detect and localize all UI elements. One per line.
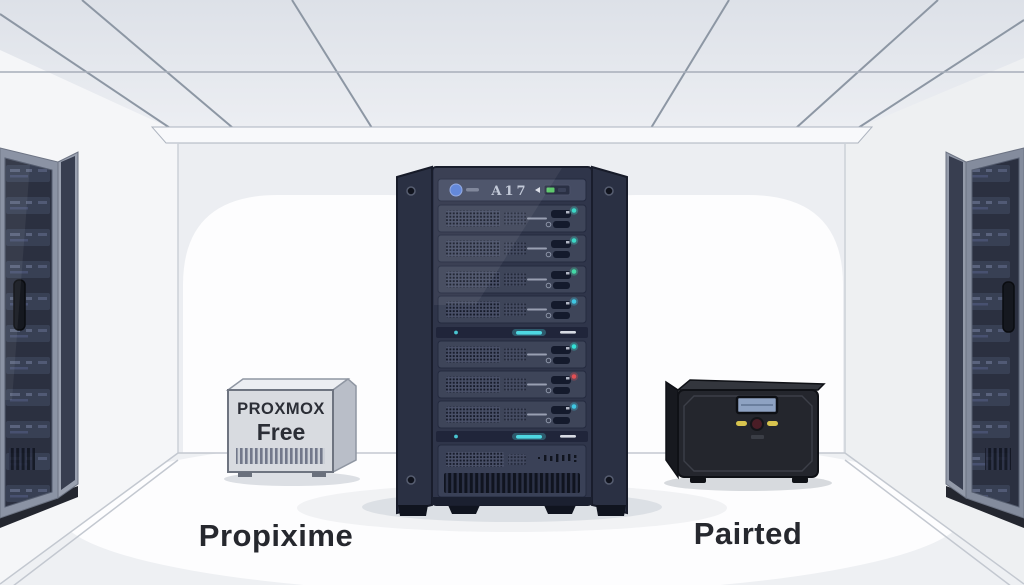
rack-door-handle — [1002, 281, 1015, 333]
appliance-box-side — [665, 380, 679, 480]
appliance-box-front — [677, 389, 819, 478]
appliance-foot-left — [690, 477, 706, 483]
rack-side-glass — [61, 156, 75, 490]
proxmox-box-top — [225, 378, 351, 391]
appliance-front-bevel — [683, 395, 813, 472]
corner-screws — [406, 186, 614, 485]
server-tower: A17 — [396, 165, 628, 516]
rack-door-handle — [13, 279, 26, 331]
server-rack-left — [0, 147, 79, 528]
tower-foot-right — [544, 505, 576, 514]
unit-led — [571, 374, 577, 379]
proxmox-box: PROXMOX Free — [225, 378, 357, 477]
divider-power-dot — [454, 434, 458, 439]
rack-door-glass — [971, 157, 1020, 508]
unit-status-leds — [569, 206, 579, 411]
power-indicator-arrow-icon — [535, 187, 540, 193]
appliance-led-right — [767, 421, 778, 426]
server-rack-right — [945, 147, 1024, 528]
rack-glass-glare — [5, 158, 30, 400]
proxmox-edition-label: Free — [257, 419, 306, 445]
tower-side-panel-left — [396, 165, 433, 515]
tower-side-panel-right — [591, 165, 628, 515]
corner-screw — [604, 186, 614, 196]
vent-grille — [444, 473, 580, 493]
led-divider-strip-2 — [436, 431, 588, 442]
led-divider-strip-1 — [436, 327, 588, 338]
appliance-power-button — [750, 417, 764, 431]
unit-led — [571, 208, 577, 213]
appliance-label-plate — [751, 435, 764, 439]
server-unit-row — [437, 400, 587, 429]
wall-beam — [150, 126, 874, 144]
divider-led-bar — [516, 331, 542, 335]
corner-screw — [406, 475, 416, 485]
rack-side-glass — [949, 156, 963, 490]
divider-power-dot — [454, 330, 458, 335]
tower-glass-glare — [434, 168, 562, 305]
proxmox-vent-grille — [236, 448, 325, 464]
proxmox-foot-right — [312, 472, 326, 477]
tower-power-indicator — [543, 184, 571, 196]
appliance-foot-right — [792, 477, 808, 483]
caption-right: Pairted — [694, 516, 803, 551]
rack-vent-grille — [9, 448, 35, 470]
unit-led — [571, 404, 577, 409]
tower-model-label: A17 — [490, 184, 528, 199]
unit-led — [571, 238, 577, 243]
server-unit-row — [437, 370, 587, 399]
tower-foot-far-right — [596, 505, 626, 516]
divider-led-bar — [516, 435, 542, 439]
ceiling-grid — [0, 0, 1024, 129]
caption-left: Propixime — [199, 518, 353, 553]
unit-led — [571, 344, 577, 349]
appliance-box — [665, 379, 826, 483]
tower-logo-wordmark — [466, 188, 479, 192]
rack-vent-grille — [985, 448, 1011, 470]
proxmox-brand-label: PROXMOX — [237, 400, 325, 418]
unit-led — [571, 269, 577, 274]
power-indicator-green-cell — [546, 187, 555, 193]
proxmox-box-side — [332, 378, 357, 474]
rack-door-glass — [4, 157, 53, 508]
tower-logo-icon — [449, 183, 463, 197]
tower-foot-far-left — [398, 505, 428, 516]
unit-led — [571, 299, 577, 304]
tower-foot-left — [448, 505, 480, 514]
corner-screw — [406, 186, 416, 196]
appliance-led-left — [736, 421, 747, 426]
bottom-vent-unit — [437, 444, 587, 498]
server-unit-row — [437, 340, 587, 369]
server-unit-rows — [437, 204, 587, 429]
bottom-unit-tick-marks — [538, 454, 577, 462]
tower-top-panel: A17 — [437, 178, 587, 202]
proxmox-foot-left — [238, 472, 252, 477]
corner-screw — [604, 475, 614, 485]
tower-base-strip — [432, 497, 592, 505]
